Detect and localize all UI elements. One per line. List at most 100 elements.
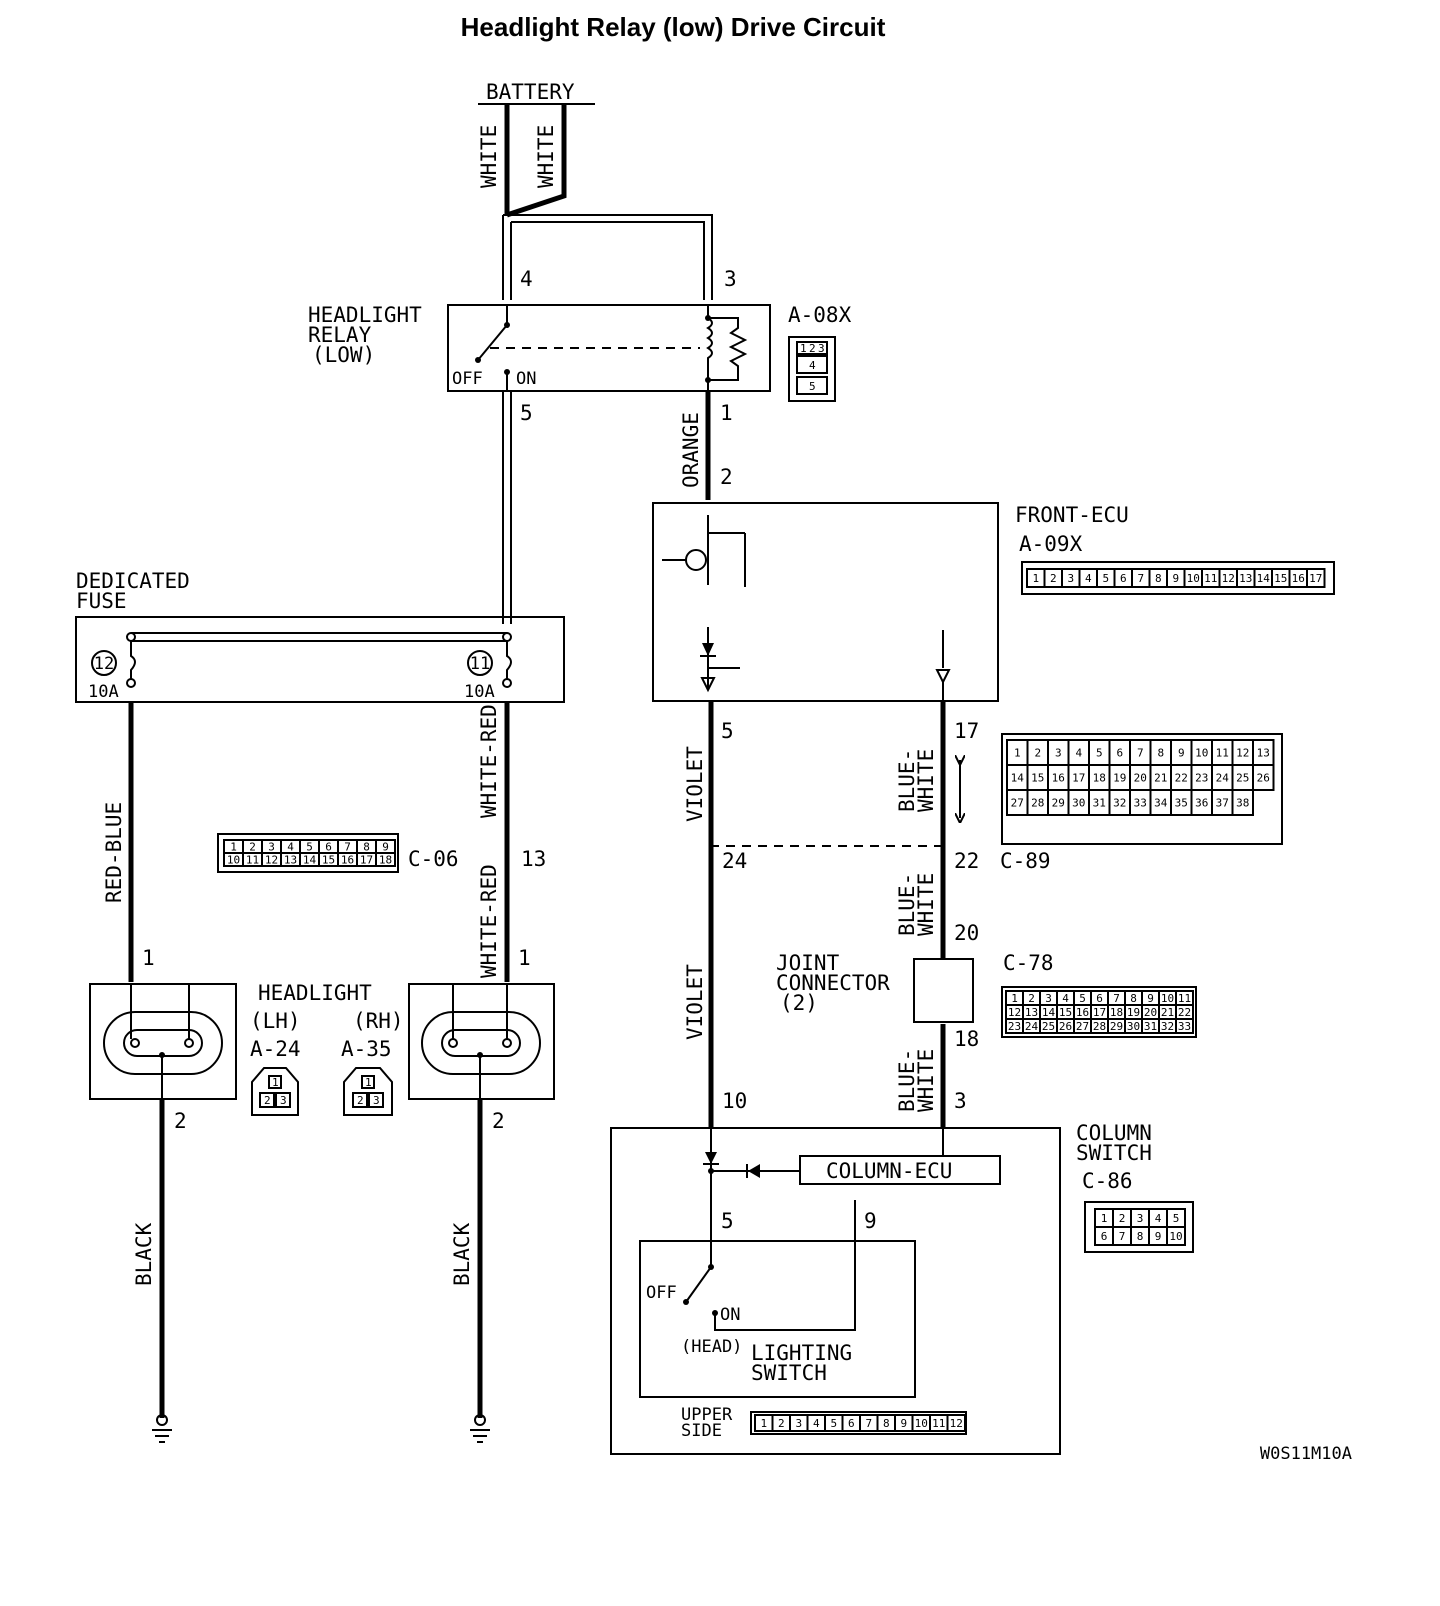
c89-pin: 30 [1072,797,1085,810]
svg-text:2: 2 [809,342,816,355]
c89-pin: 38 [1236,797,1249,810]
a09x-pin: 16 [1292,572,1305,585]
pin-ecu-2: 2 [720,465,733,489]
c06-pin: 4 [287,841,294,854]
front-ecu-label: FRONT-ECU [1015,503,1129,527]
wire-color-blue-white-3a: BLUE- [895,1049,919,1112]
relay-name-2: RELAY [308,323,372,347]
svg-text:3: 3 [280,1094,287,1107]
diagram-code: W0S11M10A [1260,1444,1352,1464]
wire-color-orange: ORANGE [679,412,703,488]
c78-pin: 33 [1178,1020,1191,1033]
c89-pin: 10 [1195,747,1208,760]
a09x-pin: 15 [1274,572,1287,585]
a09x-pin: 8 [1155,572,1162,585]
c78-pin: 11 [1178,992,1191,1005]
lighting-switch-off: OFF [646,1283,677,1303]
c89-pin: 7 [1137,747,1144,760]
c89-pin: 26 [1257,772,1270,785]
c78-pin: 14 [1042,1006,1056,1019]
c06-pin: 7 [344,841,351,854]
pin-ls-9: 9 [864,1209,877,1233]
pin-cs-3: 3 [954,1089,967,1113]
c78-pin: 27 [1076,1020,1089,1033]
joint-name-1: JOINT [776,951,840,975]
upper-side-pin: 9 [900,1417,907,1430]
c06-pin: 8 [363,841,370,854]
pin-ecu-17: 17 [954,719,979,743]
c89-pin: 6 [1116,747,1123,760]
c89-pin: 11 [1216,747,1229,760]
c78-pin: 13 [1025,1006,1038,1019]
c86-pin: 3 [1137,1212,1144,1225]
upper-side-pin: 6 [848,1417,855,1430]
upper-side-label-2: SIDE [681,1421,722,1441]
wire-color-red-blue: RED-BLUE [102,802,126,903]
wire-color-blue-white-3b: WHITE [914,1049,938,1112]
c89-pin: 8 [1157,747,1164,760]
c78-pin: 6 [1096,992,1103,1005]
wire-color-black-right: BLACK [450,1222,474,1286]
c06-pin: 9 [382,841,389,854]
fuse-number-12: 12 [94,654,114,674]
joint-name-3: (2) [780,991,818,1015]
c06-pin: 15 [322,854,335,867]
upper-side-pin: 1 [760,1417,767,1430]
c78-pin: 20 [1144,1006,1157,1019]
a09x-pin: 12 [1222,572,1235,585]
c89-pin: 12 [1236,747,1249,760]
c89-cell [1231,789,1254,816]
pin-c89-22: 22 [954,849,979,873]
c78-pin: 30 [1127,1020,1140,1033]
connector-c89-label: C-89 [1000,849,1051,873]
relay-connector-a08x: 1 2 3 4 5 [788,336,836,402]
c89-pin: 20 [1134,772,1147,785]
c78-pin: 12 [1008,1006,1021,1019]
c86-pin: 10 [1169,1230,1182,1243]
upper-side-pin: 3 [795,1417,802,1430]
c89-pin: 29 [1052,797,1065,810]
c78-pin: 26 [1059,1020,1072,1033]
svg-text:2: 2 [357,1094,364,1107]
pin-relay-5: 5 [520,401,533,425]
c06-pin: 12 [265,854,278,867]
pin-ls-5: 5 [721,1209,734,1233]
c89-pin: 31 [1093,797,1106,810]
svg-text:3: 3 [373,1094,380,1107]
column-switch-name-2: SWITCH [1076,1141,1152,1165]
c06-pin: 6 [325,841,332,854]
c89-pin: 23 [1195,772,1208,785]
c89-pin: 36 [1195,797,1208,810]
c78-pin: 9 [1147,992,1154,1005]
c78-pin: 5 [1079,992,1086,1005]
svg-text:1: 1 [365,1076,372,1089]
a09x-pin: 2 [1050,572,1057,585]
c06-pin: 14 [303,854,317,867]
dedicated-fuse-box [75,616,565,703]
c78-pin: 21 [1161,1006,1174,1019]
c89-pin: 37 [1216,797,1229,810]
c86-pin: 1 [1101,1212,1108,1225]
pin-relay-1: 1 [720,401,733,425]
a09x-pin: 11 [1204,572,1217,585]
headlight-lh-connector-label: A-24 [250,1037,301,1061]
a09x-pin: 1 [1032,572,1039,585]
battery-wire-2 [506,104,567,218]
headlight-lh [89,983,237,1100]
c78-pin: 19 [1127,1006,1140,1019]
c86-pin: 4 [1155,1212,1162,1225]
c89-pin: 19 [1113,772,1126,785]
c89-pin: 32 [1113,797,1126,810]
c89-pin: 21 [1154,772,1167,785]
c78-pin: 16 [1076,1006,1089,1019]
c89-pin: 34 [1154,797,1168,810]
relay-to-fuse-wire [502,391,512,624]
ground-symbol-left [152,1414,172,1443]
fuse-number-11: 11 [470,654,490,674]
headlight-rh-connector-label: A-35 [341,1037,392,1061]
